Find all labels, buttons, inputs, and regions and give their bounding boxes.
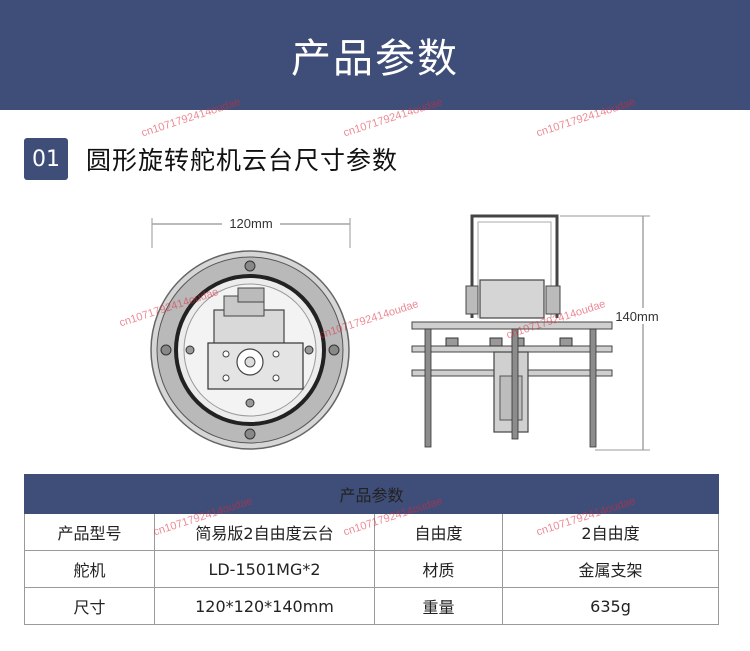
table-row: 尺寸 120*120*140mm 重量 635g bbox=[24, 587, 720, 625]
side-view-drawing: 140mm bbox=[411, 214, 664, 451]
section-number-badge: 01 bbox=[24, 138, 68, 180]
table-row: 产品型号 简易版2自由度云台 自由度 2自由度 bbox=[24, 513, 720, 551]
row-value: 简易版2自由度云台 bbox=[154, 513, 375, 551]
row-label: 尺寸 bbox=[24, 587, 155, 625]
page-header: 产品参数 bbox=[0, 0, 750, 110]
row-value: 635g bbox=[501, 587, 720, 625]
section-title: 圆形旋转舵机云台尺寸参数 bbox=[86, 146, 399, 175]
spec-table-title: 产品参数 bbox=[23, 474, 720, 514]
row-label: 产品型号 bbox=[24, 513, 155, 551]
row-label: 重量 bbox=[374, 587, 503, 625]
table-row: 舵机 LD-1501MG*2 材质 金属支架 bbox=[24, 550, 720, 588]
row-label: 材质 bbox=[374, 550, 503, 588]
row-value: LD-1501MG*2 bbox=[154, 550, 375, 588]
height-dimension-label: 140mm bbox=[615, 309, 658, 324]
page-title: 产品参数 bbox=[291, 36, 459, 82]
section-heading: 01 圆形旋转舵机云台尺寸参数 bbox=[24, 138, 398, 180]
top-view-drawing: 120mm bbox=[150, 215, 351, 450]
spec-table: 产品参数 产品型号 简易版2自由度云台 自由度 2自由度 舵机 LD-1501M… bbox=[23, 474, 720, 625]
row-value: 金属支架 bbox=[501, 550, 720, 588]
row-label: 自由度 bbox=[374, 513, 503, 551]
row-value: 2自由度 bbox=[501, 513, 720, 551]
row-label: 舵机 bbox=[24, 550, 155, 588]
row-value: 120*120*140mm bbox=[154, 587, 375, 625]
width-dimension-label: 120mm bbox=[229, 216, 272, 231]
dimension-diagram: 120mm 140mm bbox=[150, 214, 664, 451]
